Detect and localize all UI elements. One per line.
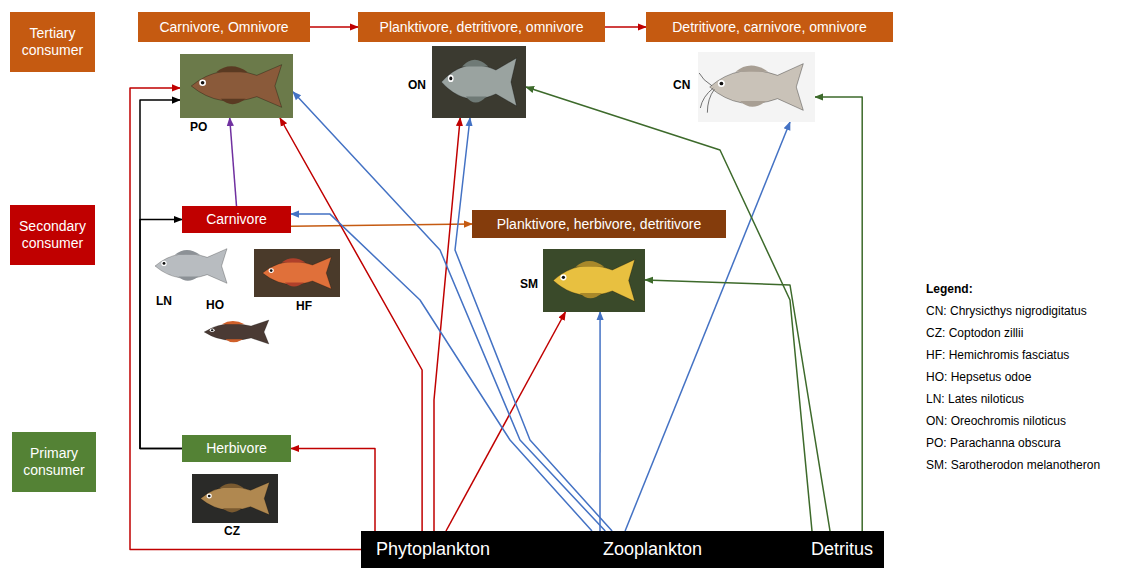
legend-text: HF: Hemichromis fasciatus (926, 348, 1069, 362)
box-text: Carnivore, Omnivore (159, 19, 288, 36)
fish-photo-box: PO (180, 54, 293, 118)
legend-text: PO: Parachanna obscura (926, 436, 1061, 450)
category-box: Carnivore, Omnivore (138, 12, 310, 42)
box-text: Carnivore (206, 211, 267, 228)
species-code: SM (518, 277, 540, 291)
fish-photo-box: HO (196, 314, 277, 350)
legend: Legend: CN: Chrysicthys nigrodigitatusCZ:… (926, 278, 1100, 476)
fish-photo (146, 240, 236, 292)
category-box: Carnivore (182, 206, 291, 233)
legend-entry: ON: Oreochromis niloticus (926, 410, 1100, 432)
category-box: Zooplankton (505, 531, 800, 568)
category-box: Planktivore, herbivore, detritivore (472, 210, 726, 238)
fish-photo (698, 52, 815, 122)
food-link-arrow (815, 97, 862, 531)
species-code: LN (154, 294, 174, 308)
legend-entry: PO: Parachanna obscura (926, 432, 1100, 454)
legend-text: SM: Sarotherodon melanotheron (926, 458, 1100, 472)
fish-photo-box: LN (146, 240, 236, 292)
category-box: Primary consumer (12, 432, 96, 492)
category-box: Tertiary consumer (10, 12, 95, 72)
legend-text: CZ: Coptodon zillii (926, 326, 1023, 340)
category-box: Detritivore, carnivore, omnivore (646, 12, 893, 42)
fish-photo (432, 46, 526, 118)
box-text: Herbivore (206, 440, 267, 457)
box-text: Detritivore, carnivore, omnivore (672, 19, 867, 36)
food-link-arrow (645, 280, 830, 531)
species-code: HF (294, 299, 314, 313)
fish-photo (254, 249, 340, 297)
fish-photo (543, 249, 645, 312)
fish-photo-box: ON (432, 46, 526, 118)
legend-entry: CZ: Coptodon zillii (926, 322, 1100, 344)
category-box: Herbivore (182, 435, 291, 462)
food-link-arrow (446, 312, 565, 531)
legend-entry: LN: Lates niloticus (926, 388, 1100, 410)
legend-entry: HO: Hepsetus odoe (926, 366, 1100, 388)
legend-text: LN: Lates niloticus (926, 392, 1024, 406)
box-text: Planktivore, detritivore, omnivore (380, 19, 584, 36)
legend-text: CN: Chrysicthys nigrodigitatus (926, 304, 1087, 318)
category-box: Planktivore, detritivore, omnivore (358, 12, 605, 42)
legend-entry: SM: Sarotherodon melanotheron (926, 454, 1100, 476)
legend-text: ON: Oreochromis niloticus (926, 414, 1066, 428)
species-code: ON (406, 78, 428, 92)
fish-photo (196, 314, 277, 350)
species-code: PO (188, 120, 209, 134)
legend-text: HO: Hepsetus odoe (926, 370, 1031, 384)
food-link-arrow (605, 26, 646, 28)
category-box: Detritus (800, 531, 884, 568)
fish-photo (180, 54, 293, 118)
legend-entry: CN: Chrysicthys nigrodigitatus (926, 300, 1100, 322)
fish-photo-box: CN (698, 52, 815, 122)
fish-photo-box: SM (543, 249, 645, 312)
food-link-arrow (599, 312, 601, 531)
box-text: Phytoplankton (376, 539, 490, 560)
food-link-arrow (625, 122, 790, 531)
food-link-arrow (291, 449, 375, 532)
food-link-arrow (310, 26, 358, 28)
species-code: CN (671, 78, 692, 92)
food-link-arrow (230, 118, 237, 206)
box-text: Detritus (811, 539, 873, 560)
food-link-arrow (526, 87, 812, 531)
fish-photo (192, 474, 278, 523)
fish-photo-box: CZ (192, 474, 278, 523)
species-code: HO (204, 298, 226, 312)
food-link-arrow (291, 224, 472, 226)
food-link-arrow (280, 118, 422, 531)
box-text: Primary consumer (16, 445, 92, 479)
legend-heading: Legend: (926, 278, 1100, 300)
food-link-arrow (434, 118, 460, 531)
box-text: Tertiary consumer (14, 25, 91, 59)
box-text: Secondary consumer (14, 218, 91, 252)
food-link-arrow (455, 118, 612, 531)
legend-entry: HF: Hemichromis fasciatus (926, 344, 1100, 366)
species-code: CZ (222, 524, 242, 538)
box-text: Planktivore, herbivore, detritivore (497, 216, 702, 233)
category-box: Secondary consumer (10, 205, 95, 265)
box-text: Zooplankton (603, 539, 702, 560)
fish-photo-box: HF (254, 249, 340, 297)
food-link-arrow (130, 88, 361, 550)
category-box: Phytoplankton (361, 531, 505, 568)
